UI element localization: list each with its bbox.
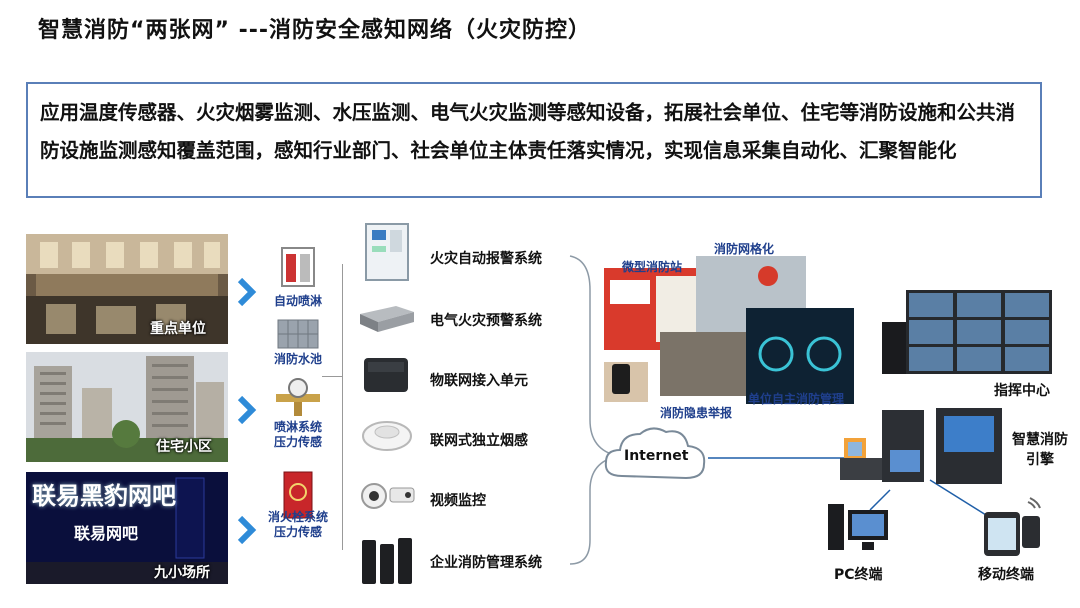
system-label: 联网式独立烟感 bbox=[430, 430, 528, 450]
system-label: 火灾自动报警系统 bbox=[430, 248, 542, 268]
sensor-label: 消火栓系统 压力传感 bbox=[256, 510, 340, 540]
command-center-label: 指挥中心 bbox=[994, 380, 1050, 400]
iot-access-unit-icon bbox=[356, 352, 418, 396]
pc-terminal-label: PC终端 bbox=[834, 564, 883, 584]
mobile-terminal-icon bbox=[982, 494, 1046, 560]
micro-station-label: 微型消防站 bbox=[622, 258, 682, 275]
chevron-right-icon bbox=[236, 278, 258, 306]
engine-label: 智慧消防 引擎 bbox=[1012, 430, 1068, 470]
bracket-line bbox=[322, 376, 342, 377]
system-label: 企业消防管理系统 bbox=[430, 552, 542, 572]
system-label: 电气火灾预警系统 bbox=[430, 310, 542, 330]
sensor-label: 消防水池 bbox=[256, 352, 340, 367]
scene-label: 九小场所 bbox=[154, 562, 210, 582]
sprinkler-rack-icon bbox=[272, 246, 324, 288]
internet-label: Internet bbox=[624, 448, 688, 464]
description-box: 应用温度传感器、火灾烟雾监测、水压监测、电气火灾监测等感知设备，拓展社会单位、住… bbox=[26, 82, 1042, 198]
fire-alarm-panel-icon bbox=[356, 222, 418, 282]
bracket-line bbox=[342, 264, 343, 550]
server-tower-icon bbox=[882, 322, 906, 374]
water-tank-icon bbox=[272, 312, 324, 354]
venue-sign-top: 联易黑豹网吧 bbox=[32, 476, 176, 511]
chevron-right-icon bbox=[236, 396, 258, 424]
chevron-right-icon bbox=[236, 516, 258, 544]
sensor-label: 自动喷淋 bbox=[256, 294, 340, 309]
system-label: 视频监控 bbox=[430, 490, 486, 510]
mobile-terminal-label: 移动终端 bbox=[978, 564, 1034, 584]
pressure-valve-icon bbox=[272, 376, 324, 418]
grid-label: 消防网格化 bbox=[714, 240, 774, 257]
scene-label: 住宅小区 bbox=[156, 436, 212, 456]
scene-photo-residential: 住宅小区 bbox=[26, 352, 228, 462]
smoke-detector-icon bbox=[356, 410, 418, 454]
smart-fire-engine-servers-icon bbox=[836, 404, 1006, 488]
scene-label: 重点单位 bbox=[150, 318, 206, 338]
slide-title: 智慧消防“两张网” ---消防安全感知网络（火灾防控） bbox=[38, 12, 591, 44]
scene-photo-key-unit: 重点单位 bbox=[26, 234, 228, 344]
pc-terminal-icon bbox=[826, 500, 890, 558]
sensor-label: 喷淋系统 压力传感 bbox=[256, 420, 340, 450]
management-terminals-icon bbox=[356, 536, 418, 588]
system-label: 物联网接入单元 bbox=[430, 370, 528, 390]
cctv-camera-icon bbox=[356, 472, 418, 516]
electrical-warning-box-icon bbox=[356, 296, 418, 340]
scene-photo-small-venue: 联易黑豹网吧 联易网吧 九小场所 bbox=[26, 472, 228, 584]
venue-sign-bottom: 联易网吧 bbox=[74, 520, 138, 544]
video-wall-icon bbox=[906, 290, 1052, 374]
